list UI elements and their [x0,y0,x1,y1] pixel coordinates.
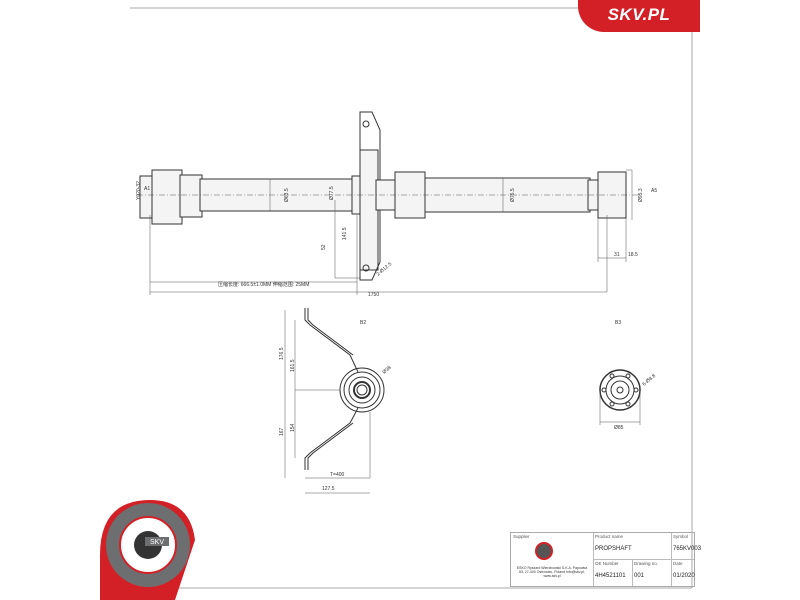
bearing-height: 141.5 [342,227,348,240]
bearing-offset: 52 [321,244,327,250]
b2-label: B2 [360,320,366,326]
b2-h1: 176.5 [279,347,285,360]
b2-h4: 167 [279,427,285,436]
flange-w1: 31 [614,252,620,258]
stamp-center-text: SKV [150,539,164,546]
product-label: Product name [595,534,624,539]
drawing-no-label: Drawing no. [634,561,659,566]
flange-w2: 18.5 [628,252,638,258]
b2-w: 127.5 [322,486,335,492]
b2-t: T=400 [330,472,345,478]
tube-dia-2: Ø77.5 [329,186,335,200]
supplier-text: ESKO Ryszard Wierzbowski S.K.A. Papowka … [516,566,588,578]
oe-label: OE Number [595,561,619,566]
skv-auto-parts-stamp: SKV [100,500,195,600]
left-ref: A1 [144,186,150,192]
flange-dia: Ø95.3 [638,188,644,202]
tube-dia-1: Ø63.5 [284,188,290,202]
dimension-lines [149,169,633,295]
bearing-bracket-view: B2 176.5 161.5 154 167 Ø38 T=400 127.5 [279,308,393,494]
symbol-value: 765KV003 [673,546,702,552]
b2-h3: 154 [290,423,296,432]
compressed-note: 压缩长度: 666.5±1.0MM 伸缩范围: 25MM [218,281,309,288]
b3-dia: Ø85 [614,425,624,431]
b2-h2: 161.5 [290,359,296,372]
skv-logo[interactable]: SKV.PL [578,0,700,32]
symbol-label: Symbol [673,534,689,539]
b3-label: B3 [615,320,621,326]
propshaft-side-view [137,111,640,281]
supplier-logo [535,542,553,560]
oe-number: 4H4521101 [595,573,626,579]
title-block: Supplier ESKO Ryszard Wierzbowski S.K.A.… [510,532,701,587]
tube-dia-3: Ø75.5 [510,188,516,202]
right-ref: A5 [651,188,657,194]
flange-end-view: B3 6-Ø8.8 Ø85 [599,320,657,431]
total-length: 1750 [368,292,379,298]
product-name: PROPSHAFT [595,546,632,552]
b2-bore: Ø38 [381,365,392,376]
drawing-frame [130,7,693,589]
drawing-no: 001 [634,573,645,579]
date-value: 01/2020 [673,573,695,579]
left-label: Y020-32 [136,181,142,200]
b3-holes: 6-Ø8.8 [641,373,657,388]
date-label: Date [673,561,683,566]
supplier-label: Supplier [513,534,530,539]
